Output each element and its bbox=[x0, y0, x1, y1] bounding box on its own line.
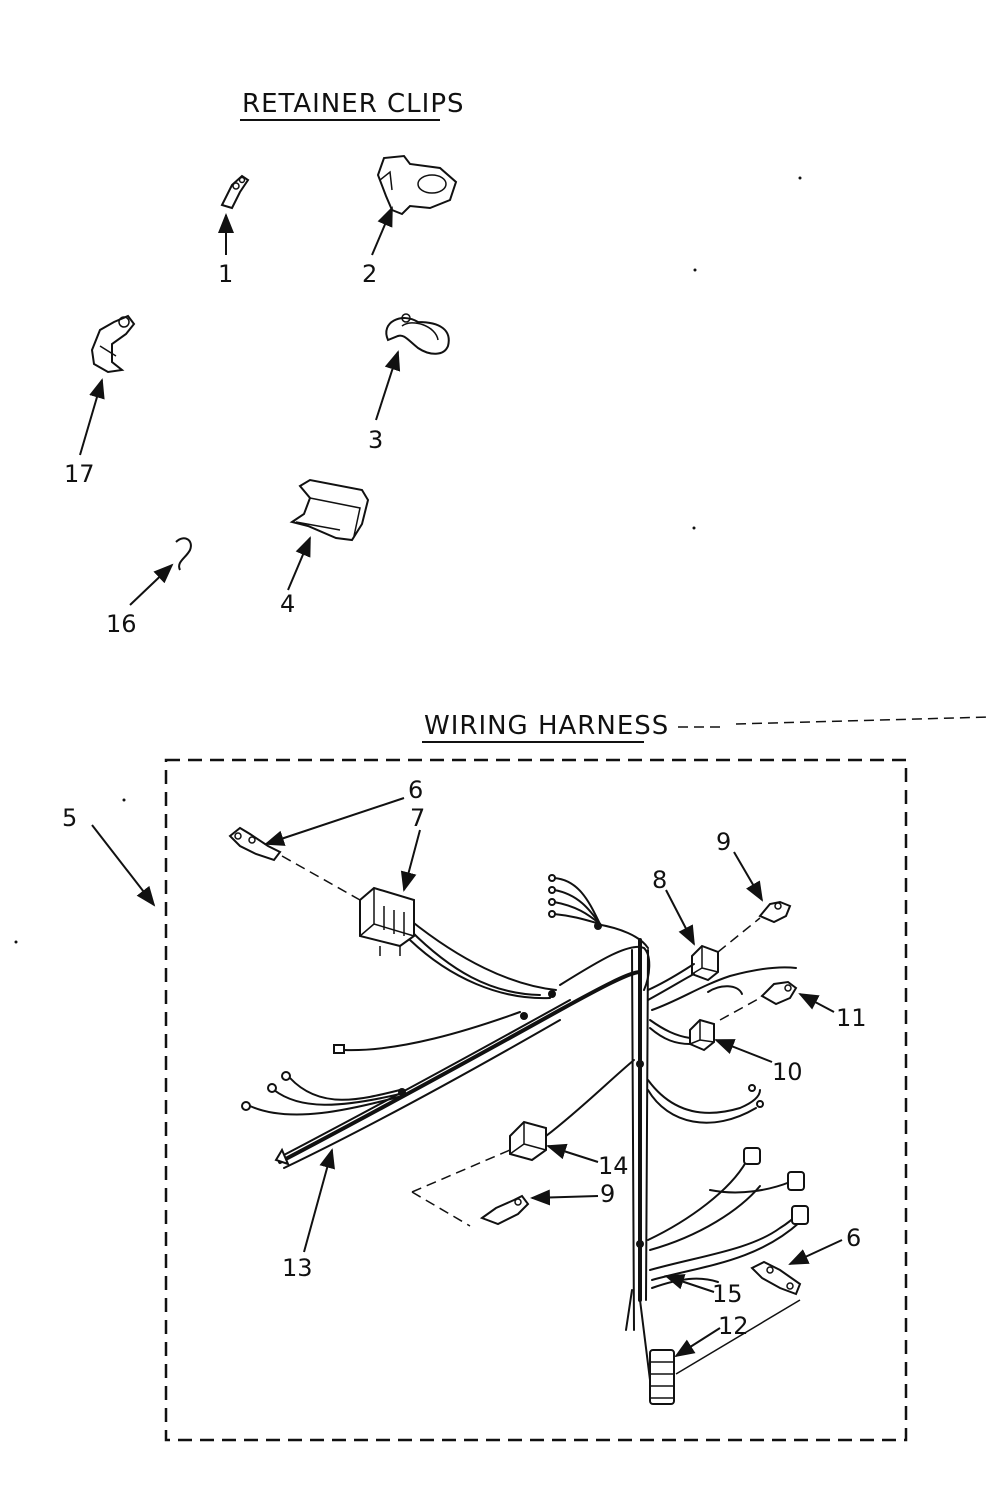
part-9-terminal-bottom bbox=[479, 1194, 530, 1226]
part-4-leader bbox=[287, 536, 311, 591]
part-6-terminal-bottom bbox=[750, 1260, 802, 1296]
part-11-terminal bbox=[760, 980, 798, 1006]
part-3-leader bbox=[375, 350, 401, 421]
part-9-terminal-top bbox=[758, 900, 792, 924]
part-4-clip bbox=[289, 478, 370, 542]
part-9-label-bottom: 9 bbox=[600, 1180, 615, 1208]
part-4-label: 4 bbox=[280, 590, 295, 618]
part-14-label: 14 bbox=[598, 1152, 629, 1180]
harness-extension-line bbox=[678, 716, 991, 728]
part-10-leader bbox=[714, 1039, 773, 1063]
part-17-clip bbox=[90, 314, 136, 374]
part-1-clip bbox=[220, 174, 250, 210]
part-2-leader bbox=[371, 206, 393, 256]
speck bbox=[14, 940, 18, 944]
part-17-leader bbox=[79, 378, 105, 456]
part-6-top-leader bbox=[264, 797, 405, 846]
wiring-harness-heading: WIRING HARNESS bbox=[424, 711, 669, 741]
speck bbox=[122, 798, 126, 802]
speck bbox=[692, 526, 696, 530]
part-14-leader bbox=[546, 1143, 599, 1163]
part-5-leader bbox=[91, 824, 156, 907]
part-2-clip bbox=[376, 154, 458, 216]
part-17-label: 17 bbox=[64, 460, 95, 488]
part-16-leader bbox=[129, 563, 174, 606]
part-13-leader bbox=[303, 1148, 335, 1253]
part-8-connector bbox=[691, 944, 719, 982]
part-10-connector bbox=[689, 1018, 715, 1052]
part-15-label: 15 bbox=[712, 1280, 743, 1308]
part-16-label: 16 bbox=[106, 610, 137, 638]
part-6-terminal-top bbox=[228, 826, 282, 862]
part-11-label: 11 bbox=[836, 1004, 867, 1032]
part-6-bottom-leader bbox=[788, 1239, 843, 1265]
part-12-connector bbox=[649, 1349, 675, 1405]
part-7-label: 7 bbox=[410, 804, 425, 832]
part-9-bottom-leader bbox=[530, 1189, 599, 1206]
part-1-label: 1 bbox=[218, 260, 233, 288]
part-13-label: 13 bbox=[282, 1254, 313, 1282]
part-9-top-leader bbox=[733, 851, 764, 902]
part-3-label: 3 bbox=[368, 426, 383, 454]
speck bbox=[798, 176, 802, 180]
part-8-label: 8 bbox=[652, 866, 667, 894]
retainer-clips-heading: RETAINER CLIPS bbox=[242, 89, 465, 119]
part-6-label-top: 6 bbox=[408, 776, 423, 804]
wiring-harness-assembly bbox=[228, 826, 809, 1405]
part-9-label-top: 9 bbox=[716, 828, 731, 856]
part-7-leader bbox=[400, 829, 421, 892]
part-8-leader bbox=[665, 889, 695, 946]
part-6-label-bottom: 6 bbox=[846, 1224, 861, 1252]
part-12-leader bbox=[674, 1327, 721, 1358]
part-7-connector bbox=[359, 886, 415, 956]
part-15-leader bbox=[664, 1274, 715, 1293]
part-5-label: 5 bbox=[62, 804, 77, 832]
part-10-label: 10 bbox=[772, 1058, 803, 1086]
part-3-clip bbox=[385, 313, 450, 355]
part-16-clip bbox=[175, 537, 192, 571]
part-14-connector bbox=[509, 1120, 547, 1162]
part-11-leader bbox=[798, 993, 835, 1013]
part-2-label: 2 bbox=[362, 260, 377, 288]
harness-frame bbox=[164, 758, 908, 1442]
part-12-label: 12 bbox=[718, 1312, 749, 1340]
speck bbox=[693, 268, 697, 272]
